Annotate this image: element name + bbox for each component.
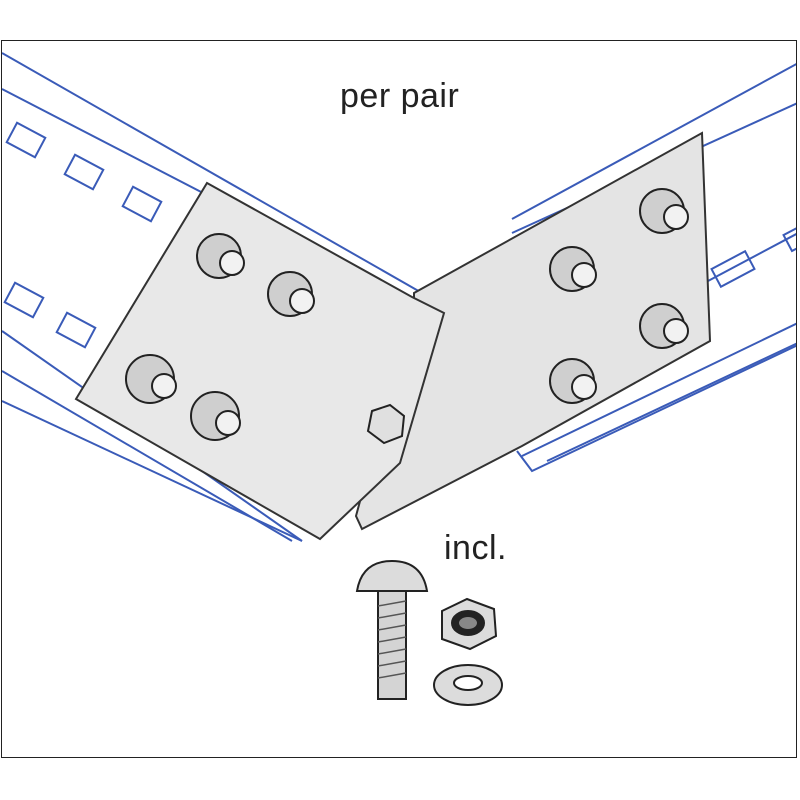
left-plate xyxy=(74,181,446,541)
included-hardware xyxy=(355,559,503,706)
angle-connector-illustration xyxy=(2,52,796,706)
per-pair-label: per pair xyxy=(340,77,460,115)
rail-slots xyxy=(3,121,163,349)
illustration-frame: per pair incl. xyxy=(1,40,797,758)
included-label: incl. xyxy=(444,529,507,567)
hex-bolt-head xyxy=(366,403,406,445)
plate-bolts xyxy=(125,188,689,445)
carriage-bolt-icon xyxy=(355,559,429,592)
